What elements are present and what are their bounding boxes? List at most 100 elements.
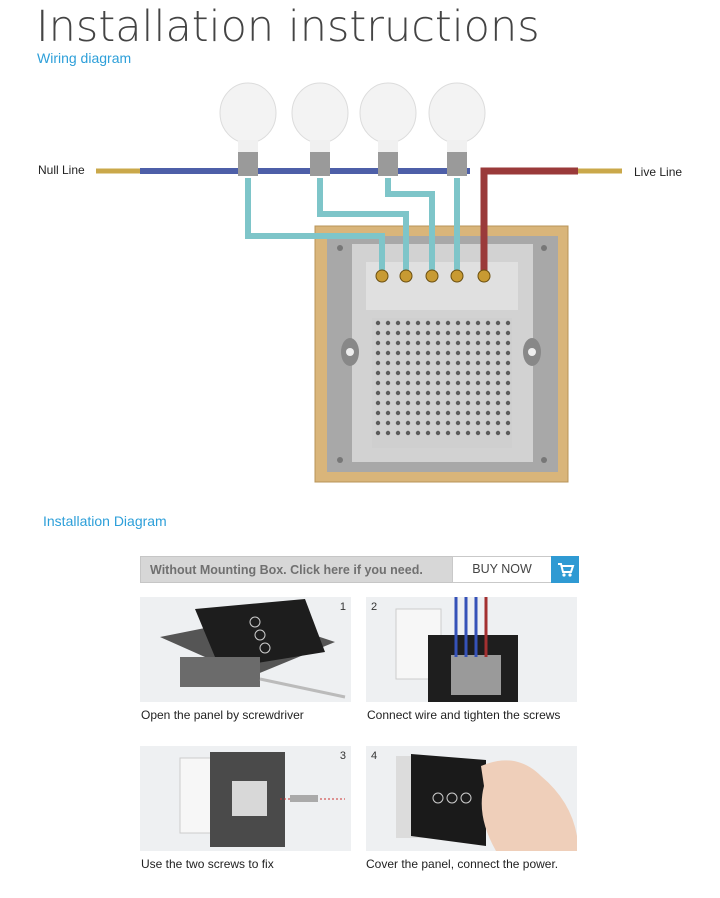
vent-hole (495, 320, 501, 326)
vent-hole (415, 380, 421, 386)
vent-hole (395, 340, 401, 346)
vent-hole (465, 410, 471, 416)
vent-hole (505, 320, 511, 326)
vent-hole (425, 380, 431, 386)
vent-hole (465, 430, 471, 436)
vent-hole (465, 350, 471, 356)
bulb-3-icon (359, 82, 417, 176)
vent-hole (415, 410, 421, 416)
vent-hole (445, 320, 451, 326)
vent-hole (465, 380, 471, 386)
vent-hole (375, 350, 381, 356)
vent-hole (445, 360, 451, 366)
vent-hole (405, 380, 411, 386)
vent-hole (505, 340, 511, 346)
step-1-caption: Open the panel by screwdriver (141, 708, 304, 722)
vent-hole (405, 370, 411, 376)
vent-hole (435, 360, 441, 366)
vent-hole (405, 320, 411, 326)
vent-hole (485, 350, 491, 356)
vent-hole (425, 370, 431, 376)
vent-hole (455, 430, 461, 436)
vent-hole (425, 430, 431, 436)
cart-icon (558, 563, 575, 577)
vent-hole (465, 360, 471, 366)
vent-hole (395, 350, 401, 356)
vent-hole (445, 420, 451, 426)
vent-hole (435, 370, 441, 376)
vent-hole (435, 390, 441, 396)
cart-button[interactable] (551, 556, 579, 583)
vent-hole (415, 350, 421, 356)
terminal-block (366, 262, 518, 310)
vent-hole (475, 420, 481, 426)
vent-hole (445, 380, 451, 386)
vent-hole (495, 390, 501, 396)
vent-hole (405, 360, 411, 366)
vent-hole (465, 340, 471, 346)
vent-hole (495, 350, 501, 356)
step-3-caption: Use the two screws to fix (141, 857, 274, 871)
live-line-wire (480, 167, 578, 272)
vent-hole (445, 410, 451, 416)
step-4-caption: Cover the panel, connect the power. (366, 857, 559, 871)
installation-diagram-heading: Installation Diagram (43, 513, 167, 529)
vent-hole (495, 370, 501, 376)
vent-hole (395, 430, 401, 436)
vent-hole (385, 340, 391, 346)
load-wires (245, 178, 460, 272)
vent-hole (425, 410, 431, 416)
vent-hole (465, 370, 471, 376)
vent-hole (385, 360, 391, 366)
vent-hole (405, 390, 411, 396)
vent-area (372, 318, 512, 448)
vent-hole (375, 430, 381, 436)
page-title: Installation instructions (36, 2, 540, 52)
vent-hole (395, 370, 401, 376)
vent-hole (375, 320, 381, 326)
vent-hole (405, 350, 411, 356)
vent-hole (375, 410, 381, 416)
banner-text[interactable]: Without Mounting Box. Click here if you … (150, 563, 423, 577)
mounting-box-banner[interactable]: Without Mounting Box. Click here if you … (140, 556, 579, 583)
vent-hole (455, 350, 461, 356)
vent-hole (435, 410, 441, 416)
vent-hole (375, 400, 381, 406)
vent-hole (375, 370, 381, 376)
vent-hole (495, 360, 501, 366)
vent-hole (405, 430, 411, 436)
vent-hole (485, 320, 491, 326)
vent-hole (475, 350, 481, 356)
vent-hole (495, 340, 501, 346)
vent-hole (495, 400, 501, 406)
vent-hole (435, 350, 441, 356)
vent-hole (465, 320, 471, 326)
vent-hole (445, 340, 451, 346)
bulb-1-icon (219, 82, 277, 176)
vent-hole (385, 330, 391, 336)
buy-now-button[interactable]: BUY NOW (452, 556, 552, 583)
vent-hole (375, 390, 381, 396)
wiring-diagram-heading: Wiring diagram (37, 50, 132, 66)
vent-hole (415, 430, 421, 436)
vent-hole (455, 360, 461, 366)
vent-hole (395, 400, 401, 406)
step-number: 4 (371, 750, 378, 762)
vent-hole (415, 320, 421, 326)
vent-hole (485, 430, 491, 436)
vent-hole (445, 390, 451, 396)
step-number: 3 (339, 750, 346, 762)
vent-hole (505, 370, 511, 376)
live-line-label: Live Line (634, 165, 683, 179)
vent-hole (485, 390, 491, 396)
terminals (375, 269, 491, 283)
step-number: 1 (339, 601, 346, 613)
step-2-image: 2 (366, 597, 577, 702)
vent-hole (455, 320, 461, 326)
vent-hole (495, 330, 501, 336)
vent-hole (425, 320, 431, 326)
vent-hole (475, 380, 481, 386)
vent-hole (425, 400, 431, 406)
vent-hole (405, 410, 411, 416)
vent-hole (415, 340, 421, 346)
